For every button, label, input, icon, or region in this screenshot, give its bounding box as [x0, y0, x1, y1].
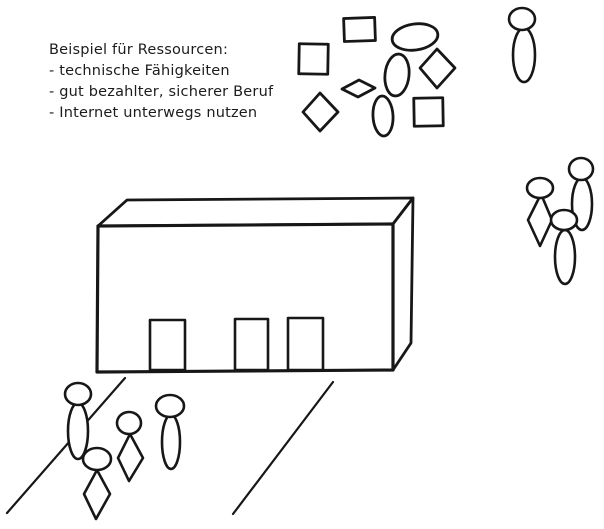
- note-bullet: - Internet unterwegs nutzen: [49, 105, 258, 121]
- person-head: [81, 446, 113, 472]
- building-door: [148, 318, 187, 372]
- person-figure: [154, 393, 186, 471]
- note-title: Beispiel für Ressourcen:: [49, 42, 229, 58]
- person-figure: [81, 446, 113, 521]
- square-shape-icon: [412, 96, 445, 128]
- building: [95, 196, 415, 374]
- person-body-diamond: [116, 432, 145, 483]
- person-figure-top-right: [507, 6, 537, 84]
- ellipse-shape-icon: [371, 94, 395, 138]
- diamond-shape-icon: [301, 91, 340, 133]
- person-head: [567, 156, 595, 182]
- person-body: [511, 26, 537, 84]
- rectangle-shape-icon: [342, 16, 377, 43]
- person-head: [525, 176, 555, 200]
- building-door: [286, 316, 325, 372]
- person-body: [553, 228, 577, 286]
- person-head: [549, 208, 579, 232]
- person-body: [66, 401, 90, 461]
- square-shape-icon: [297, 42, 330, 76]
- diamond-shape-icon: [418, 47, 457, 90]
- person-group-bottom-left: [63, 381, 186, 521]
- person-figure: [63, 381, 93, 461]
- person-figure: [549, 208, 579, 286]
- resource-shapes-cluster: [297, 16, 457, 138]
- person-head: [507, 6, 537, 32]
- person-body-diamond: [82, 468, 112, 521]
- person-figure: [525, 176, 555, 248]
- ellipse-shape-icon: [383, 52, 411, 98]
- note-bullet: - gut bezahlter, sicherer Beruf: [49, 84, 274, 100]
- road: [5, 376, 335, 516]
- road-line-left: [5, 376, 127, 515]
- flat-diamond-shape-icon: [340, 78, 377, 99]
- ellipse-shape-icon: [390, 22, 440, 52]
- person-head: [63, 381, 93, 407]
- person-head: [115, 410, 143, 436]
- road-line-right: [231, 380, 335, 516]
- person-figure: [115, 410, 145, 483]
- person-head: [154, 393, 186, 419]
- building-top-face: [96, 196, 415, 228]
- person-body: [160, 413, 182, 471]
- building-right-face: [391, 196, 415, 372]
- resources-note: Beispiel für Ressourcen: - technische Fä…: [49, 40, 273, 124]
- person-body-diamond: [526, 192, 554, 248]
- person-group-right: [525, 156, 595, 286]
- note-bullet: - technische Fähigkeiten: [49, 63, 230, 79]
- building-door: [233, 317, 270, 372]
